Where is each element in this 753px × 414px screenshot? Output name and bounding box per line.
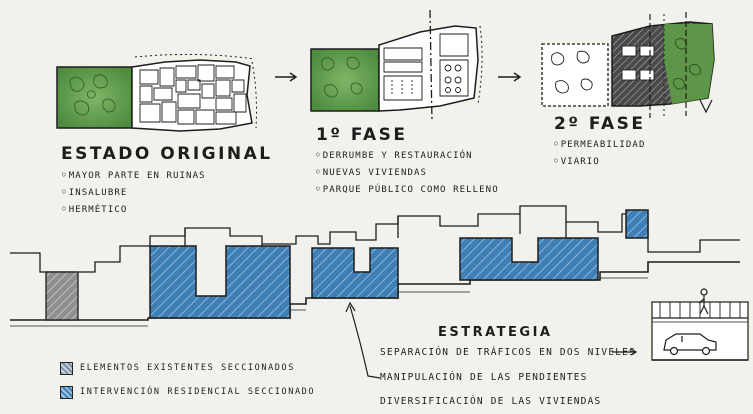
list-item: NUEVAS VIVIENDAS — [316, 164, 499, 181]
strategy-title: ESTRATEGIA — [438, 325, 553, 340]
legend-swatch-existing — [60, 362, 73, 375]
original-state-plan — [56, 53, 257, 132]
list-item: DERRUMBE Y RESTAURACIÓN — [316, 147, 499, 164]
legend-swatch-residential — [60, 386, 73, 399]
strategy-pointer — [345, 301, 638, 379]
existing-element-section — [45, 271, 79, 321]
strategy-item: SEPARACIÓN DE TRÁFICOS EN DOS NIVELES — [380, 347, 637, 358]
phase-2-list: PERMEABILIDAD VIARIO — [554, 136, 645, 170]
phase-1-plan — [310, 9, 483, 123]
phase-1-title: 1º FASE — [316, 125, 408, 145]
residential-intervention-sections — [149, 209, 649, 319]
legend-label-existing: ELEMENTOS EXISTENTES SECCIONADOS — [80, 363, 295, 373]
strategy-item: DIVERSIFICACIÓN DE LAS VIVIENDAS — [380, 396, 602, 407]
list-item: PARQUE PÚBLICO COMO RELLENO — [316, 181, 499, 198]
legend-label-residential: INTERVENCIÓN RESIDENCIAL SECCIONADO — [80, 387, 316, 397]
phase-1-list: DERRUMBE Y RESTAURACIÓN NUEVAS VIVIENDAS… — [316, 147, 499, 198]
strategy-item: MANIPULACIÓN DE LAS PENDIENTES — [380, 372, 588, 383]
phase-original-list: MAYOR PARTE EN RUINAS INSALUBRE HERMÉTIC… — [62, 167, 206, 218]
list-item: MAYOR PARTE EN RUINAS — [62, 167, 206, 184]
pedestrian-figure — [698, 288, 709, 315]
phase-2-title: 2º FASE — [554, 114, 646, 134]
list-item: HERMÉTICO — [62, 201, 206, 218]
phase-original-title: ESTADO ORIGINAL — [61, 144, 273, 164]
arrow-to-phase-2 — [498, 72, 522, 82]
road-detail — [651, 288, 749, 361]
list-item: VIARIO — [554, 153, 645, 170]
car-figure — [663, 333, 717, 356]
phase-2-plan — [541, 12, 715, 118]
list-item: PERMEABILIDAD — [554, 136, 645, 153]
arrow-to-phase-1 — [275, 72, 298, 82]
list-item: INSALUBRE — [62, 184, 206, 201]
